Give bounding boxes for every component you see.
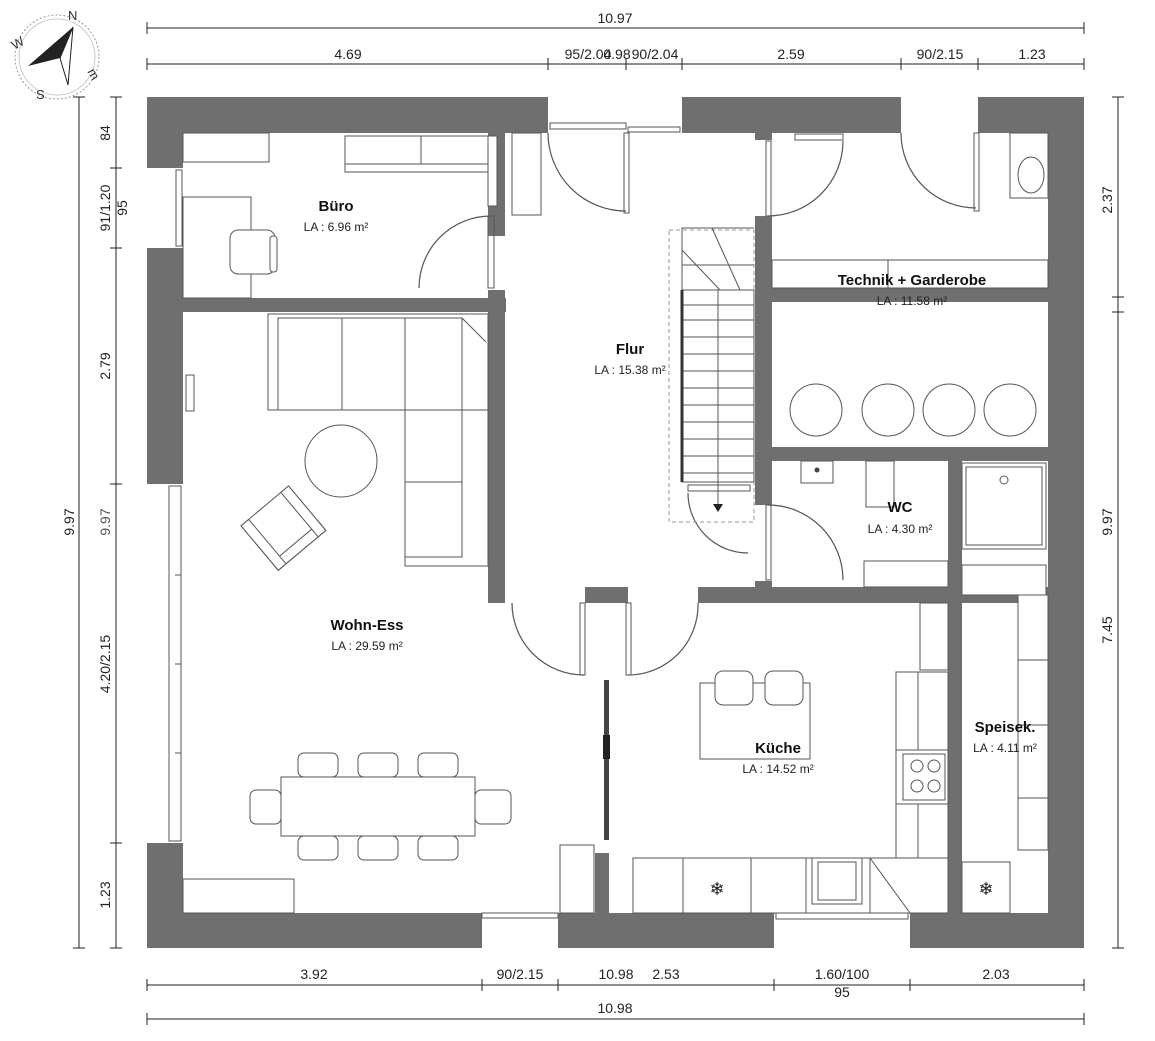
door-swing-technik-top [900,132,977,209]
dim-top-6: 90/2.15 [917,46,964,62]
freezer-icon: ❄ [978,879,993,899]
room-area-wc: LA : 4.30 m² [868,522,933,536]
dim-top-3: 0.98 [603,46,630,62]
room-name-wc: WC [888,499,913,516]
furniture: ❄ ❄ [182,132,1049,914]
fridge-icon: ❄ [709,879,724,899]
room-name-speise: Speisek. [975,719,1036,736]
dim-bottom-2: 90/2.15 [497,966,544,982]
room-name-buero: Büro [319,198,354,215]
compass: N W S m [9,8,103,102]
dim-left-4: 2.79 [97,352,113,379]
compass-needle-icon [28,27,73,85]
door-swing-buero [418,215,492,289]
room-area-buero: LA : 6.96 m² [304,220,369,234]
dim-top-2: 95/2.04 [565,46,612,62]
room-area-kueche: LA : 14.52 m² [742,762,813,776]
dim-left-2: 91/1.20 [97,184,113,231]
room-area-flur: LA : 15.38 m² [594,363,665,377]
dim-top-1: 4.69 [334,46,361,62]
dim-bottom-sub: 95 [834,984,850,1000]
door-swing-kueche [627,602,699,676]
dim-bottom-total: 10.98 [597,1000,632,1016]
door-swing-wohn [511,602,585,676]
dim-right-3: 7.45 [1099,616,1115,643]
door-swing-flur-bottom [687,492,749,554]
dimension-lines [73,22,1124,1025]
room-area-technik: LA : 11.58 m² [877,294,947,308]
dim-right-2: 9.97 [1099,508,1115,535]
compass-w: W [9,33,28,52]
room-area-wohn: LA : 29.59 m² [331,639,402,653]
room-name-flur: Flur [616,341,644,358]
dim-bottom-1: 3.92 [300,966,327,982]
stair-arrow-icon [713,504,723,512]
room-name-wohn: Wohn-Ess [330,617,403,634]
dim-left-total: 9.97 [61,508,77,535]
dim-left-5: 9.97 [97,508,113,535]
room-area-speise: LA : 4.11 m² [973,741,1037,755]
compass-n: N [68,8,77,23]
dim-top-5: 2.59 [777,46,804,62]
dimension-labels: 10.97 4.69 95/2.04 0.98 90/2.04 2.59 90/… [61,10,1115,1016]
room-labels: Büro LA : 6.96 m² Technik + Garderobe LA… [304,198,1037,776]
room-name-technik: Technik + Garderobe [838,272,987,289]
dim-left-3: 95 [114,200,130,216]
room-name-kueche: Küche [755,740,801,757]
door-swing-wc [767,504,844,581]
windows-doors [168,122,980,920]
compass-s: S [36,87,45,102]
dim-bottom-4: 2.53 [652,966,679,982]
dim-bottom-5: 1.60/100 [815,966,870,982]
dim-top-7: 1.23 [1018,46,1045,62]
dim-bottom-6: 2.03 [982,966,1009,982]
dim-left-6: 4.20/2.15 [97,635,113,694]
dim-top-4: 90/2.04 [632,46,679,62]
dim-left-1: 84 [97,125,113,141]
dim-right-1: 2.37 [1099,186,1115,213]
door-swing-flur [547,132,627,212]
dim-top-total: 10.97 [597,10,632,26]
dim-bottom-3: 10.98 [598,966,633,982]
dim-left-7: 1.23 [97,881,113,908]
door-swing-technik [767,140,844,217]
